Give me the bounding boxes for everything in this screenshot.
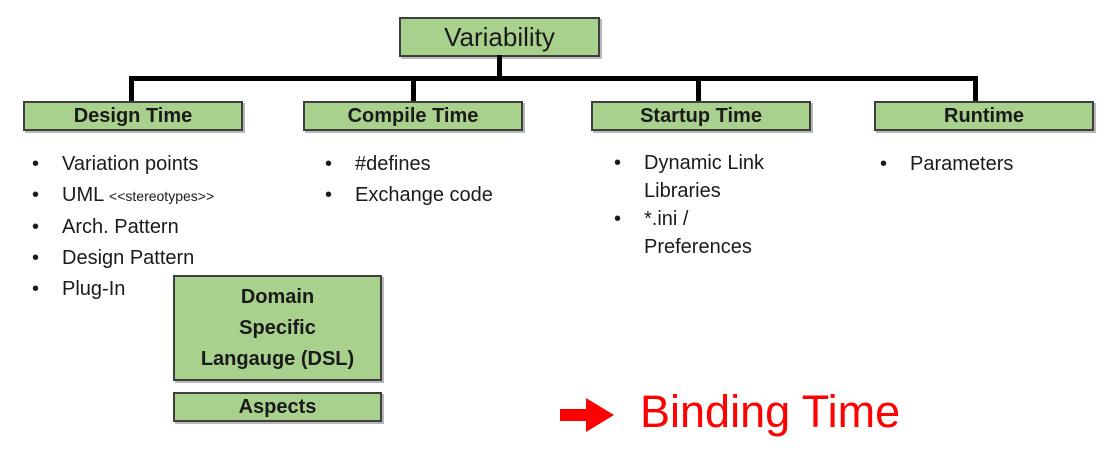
connector-drop-design-time bbox=[129, 81, 134, 102]
node-domain-specific-language: Domain Specific Langauge (DSL) bbox=[173, 275, 382, 381]
list-item: • #defines bbox=[325, 149, 535, 180]
list-item: • Variation points bbox=[32, 149, 262, 180]
bullet-icon: • bbox=[614, 208, 622, 230]
list-item-label: Design Pattern bbox=[62, 247, 195, 269]
list-item-label: UML <<stereotypes>> bbox=[62, 180, 262, 212]
bullet-list-compile-time: • #defines • Exchange code bbox=[325, 149, 535, 211]
bullet-icon: • bbox=[325, 153, 333, 175]
list-item-label: Exchange code bbox=[355, 184, 493, 206]
list-item: • Parameters bbox=[880, 149, 1080, 180]
list-item-label: *.ini / Preferences bbox=[644, 208, 752, 258]
branch-header-startup-time: Startup Time bbox=[591, 101, 811, 131]
list-item: • Design Pattern bbox=[32, 243, 262, 274]
root-node-variability: Variability bbox=[399, 17, 600, 57]
branch-header-compile-time: Compile Time bbox=[303, 101, 523, 131]
list-item: • Dynamic Link Libraries bbox=[614, 149, 792, 205]
connector-drop-startup-time bbox=[696, 81, 701, 102]
dsl-line-1: Domain bbox=[240, 285, 315, 308]
branch-header-runtime: Runtime bbox=[874, 101, 1094, 131]
list-item-small-text: <<stereotypes>> bbox=[109, 188, 215, 204]
binding-time-annotation: Binding Time bbox=[560, 386, 900, 438]
bullet-icon: • bbox=[32, 153, 40, 175]
list-item-label: #defines bbox=[355, 153, 431, 175]
dsl-line-3: Langauge (DSL) bbox=[200, 347, 355, 370]
bullet-icon: • bbox=[32, 247, 40, 269]
bullet-icon: • bbox=[32, 216, 40, 238]
connector-root-vertical bbox=[497, 55, 502, 80]
list-item-main-text: UML bbox=[62, 184, 104, 206]
bullet-list-runtime: • Parameters bbox=[880, 149, 1080, 180]
dsl-line-2: Specific bbox=[239, 316, 316, 339]
connector-horizontal-bus bbox=[129, 76, 978, 81]
list-item: • Exchange code bbox=[325, 180, 535, 211]
bullet-list-startup-time: • Dynamic Link Libraries • *.ini / Prefe… bbox=[614, 149, 792, 261]
bullet-icon: • bbox=[325, 184, 333, 206]
branch-header-design-time: Design Time bbox=[23, 101, 243, 131]
list-item: • UML <<stereotypes>> bbox=[32, 180, 262, 212]
list-item: • *.ini / Preferences bbox=[614, 205, 792, 261]
node-aspects: Aspects bbox=[173, 392, 382, 422]
connector-drop-compile-time bbox=[411, 81, 416, 102]
list-item-label: Parameters bbox=[910, 153, 1014, 175]
list-item-label: Dynamic Link Libraries bbox=[644, 152, 765, 202]
connector-drop-runtime bbox=[973, 81, 978, 102]
binding-time-label: Binding Time bbox=[640, 386, 901, 437]
heavy-right-arrow-icon bbox=[560, 398, 614, 432]
bullet-icon: • bbox=[880, 153, 888, 175]
list-item-label: Arch. Pattern bbox=[62, 216, 179, 238]
bullet-icon: • bbox=[614, 152, 622, 174]
bullet-icon: • bbox=[32, 184, 40, 206]
bullet-icon: • bbox=[32, 278, 40, 300]
list-item-label: Variation points bbox=[62, 153, 199, 175]
bullet-list-design-time: • Variation points • UML <<stereotypes>>… bbox=[32, 149, 262, 305]
list-item-label: Plug-In bbox=[62, 278, 126, 300]
list-item: • Plug-In bbox=[32, 274, 262, 305]
list-item: • Arch. Pattern bbox=[32, 212, 262, 243]
